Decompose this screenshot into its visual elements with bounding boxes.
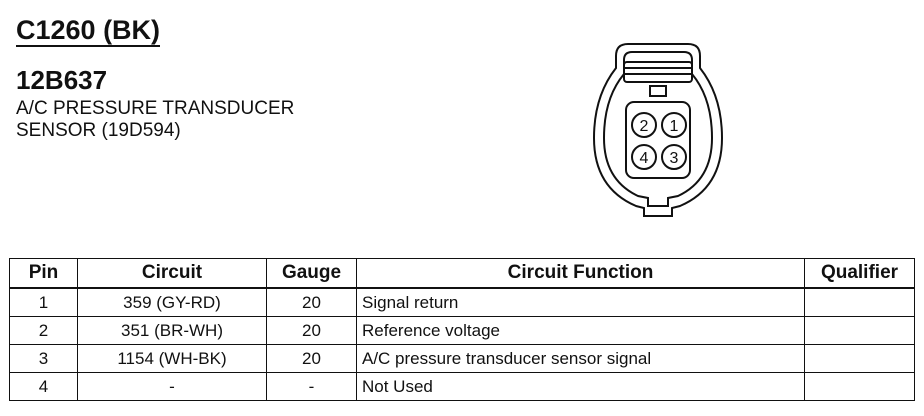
pin-cell: 3: [9, 344, 78, 373]
table-row: 4 - - Not Used: [9, 372, 915, 401]
gauge-cell: -: [266, 372, 357, 401]
circuit-cell: 359 (GY-RD): [77, 287, 267, 317]
pin-table: Pin Circuit Gauge Circuit Function Quali…: [9, 258, 915, 401]
pin-cell: 1: [9, 287, 78, 317]
table-row: 2 351 (BR-WH) 20 Reference voltage: [9, 316, 915, 345]
pin-2-circle: [631, 112, 657, 138]
circuit-cell: 351 (BR-WH): [77, 316, 267, 345]
table-row: 1 359 (GY-RD) 20 Signal return: [9, 287, 915, 317]
pin-cavity-block: [625, 101, 691, 179]
pin-4-circle: [631, 144, 657, 170]
table-row: 3 1154 (WH-BK) 20 A/C pressure transduce…: [9, 344, 915, 373]
function-cell: A/C pressure transducer sensor signal: [356, 344, 805, 373]
pin-3-label: 3: [670, 150, 679, 167]
latch-slot: [649, 85, 667, 97]
function-cell: Reference voltage: [356, 316, 805, 345]
connector-description: A/C PRESSURE TRANSDUCER SENSOR (19D594): [16, 98, 294, 142]
function-cell: Signal return: [356, 287, 805, 317]
pin-cell: 4: [9, 372, 78, 401]
header-circuit: Circuit: [77, 258, 267, 289]
pin-1-circle: [661, 112, 687, 138]
pin-cell: 2: [9, 316, 78, 345]
part-number: 12B637: [16, 65, 108, 95]
header-qualifier: Qualifier: [804, 258, 915, 289]
locking-tab: [623, 61, 693, 83]
header-pin: Pin: [9, 258, 78, 289]
description-line-1: A/C PRESSURE TRANSDUCER: [16, 98, 295, 119]
header-circuit-function: Circuit Function: [356, 258, 805, 289]
gauge-cell: 20: [266, 316, 357, 345]
description-line-2: SENSOR (19D594): [16, 120, 181, 141]
gauge-cell: 20: [266, 344, 357, 373]
qualifier-cell: [804, 316, 915, 345]
pin-2-label: 2: [640, 118, 649, 135]
circuit-cell: -: [77, 372, 267, 401]
qualifier-cell: [804, 372, 915, 401]
function-cell: Not Used: [356, 372, 805, 401]
connector-inner-outline: [602, 51, 714, 207]
pin-3-circle: [661, 144, 687, 170]
connector-outer-outline: [592, 43, 724, 217]
pin-1-label: 1: [670, 118, 679, 135]
connector-id-title: C1260 (BK): [16, 15, 161, 47]
circuit-cell: 1154 (WH-BK): [77, 344, 267, 373]
qualifier-cell: [804, 287, 915, 317]
pin-4-label: 4: [640, 150, 649, 167]
table-header-row: Pin Circuit Gauge Circuit Function Quali…: [9, 258, 915, 289]
qualifier-cell: [804, 344, 915, 373]
header-gauge: Gauge: [266, 258, 357, 289]
connector-face-diagram: 2 1 4 3: [592, 43, 724, 217]
gauge-cell: 20: [266, 287, 357, 317]
